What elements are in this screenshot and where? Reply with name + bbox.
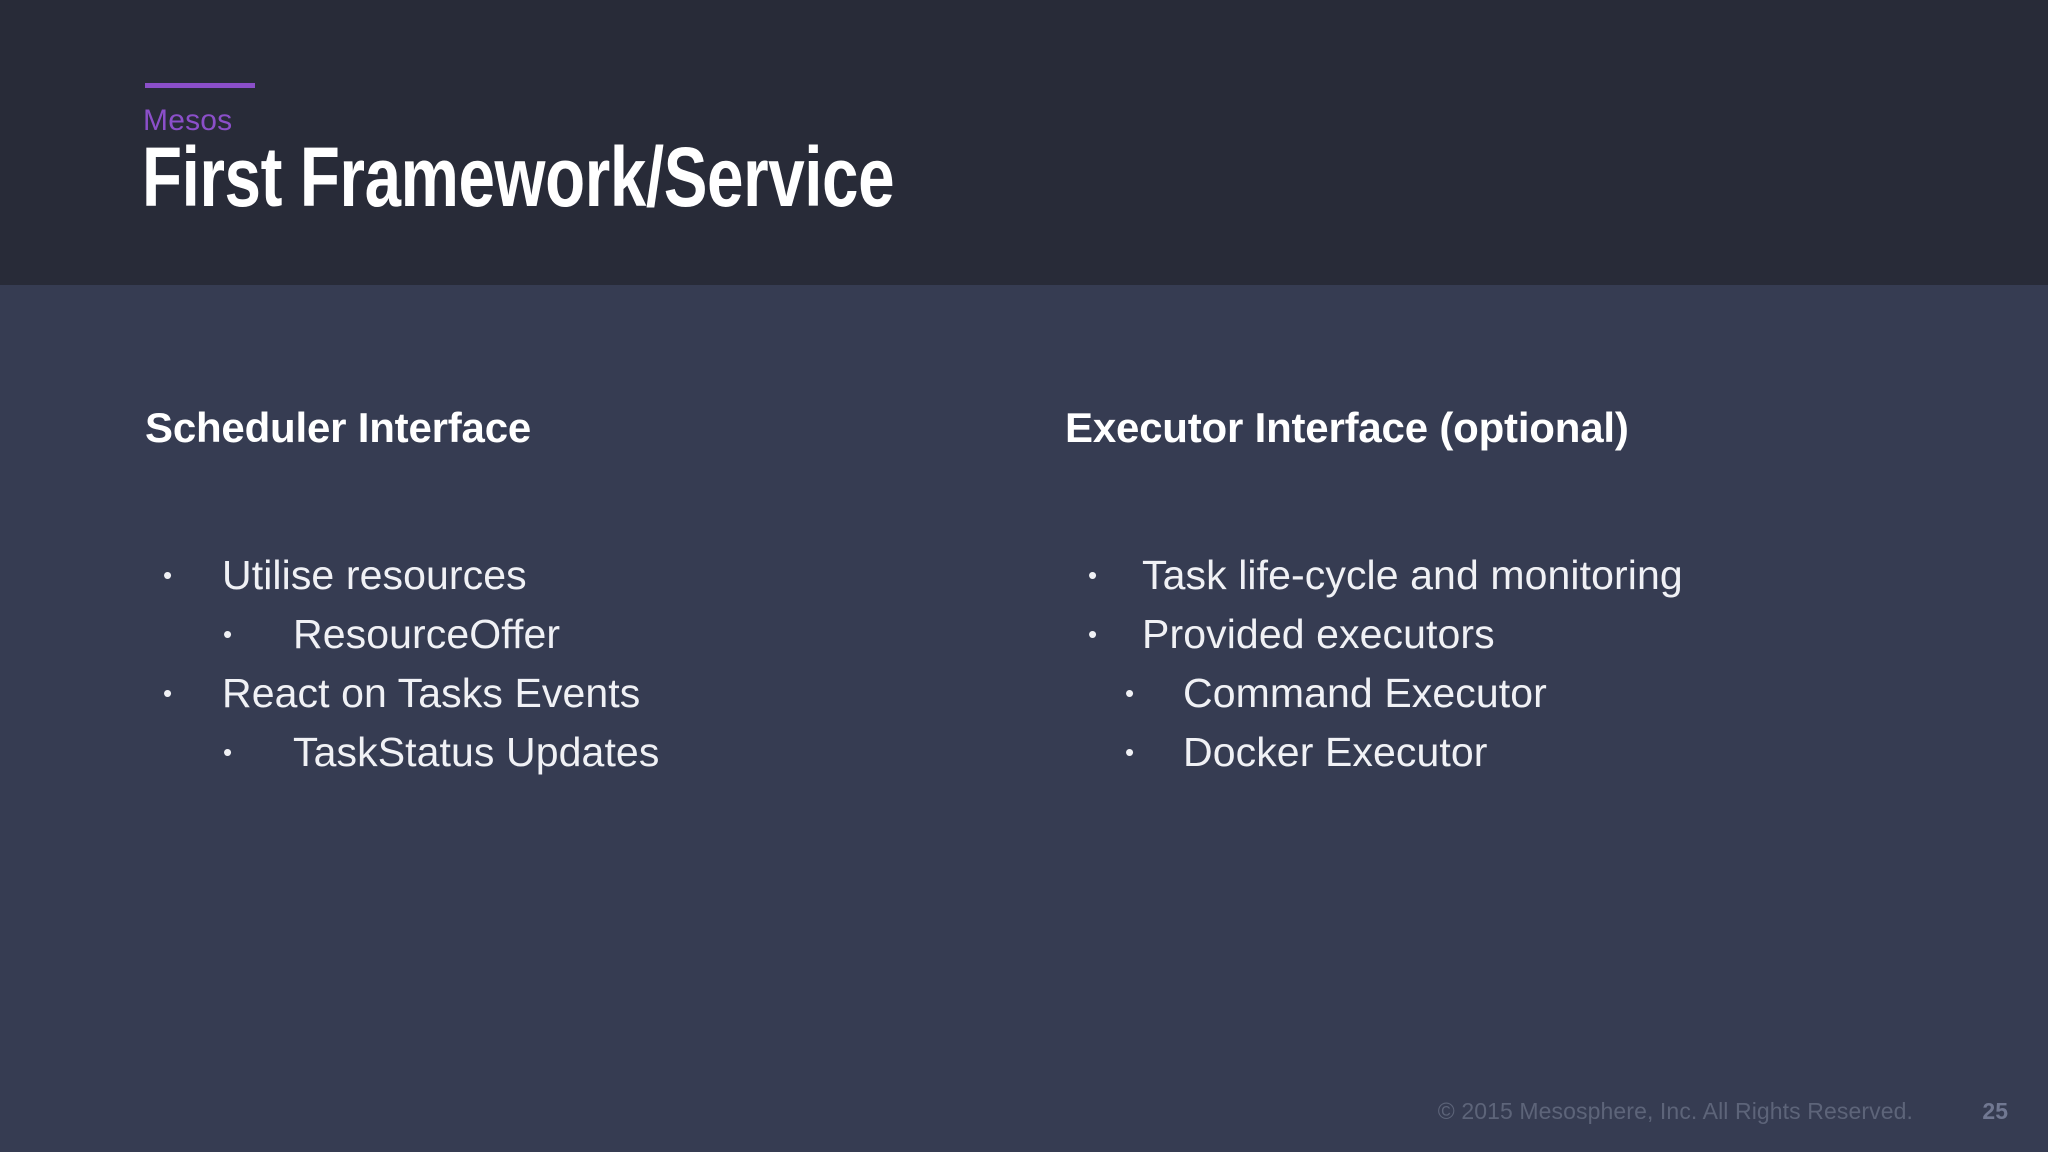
list-item: • Provided executors — [1065, 614, 1965, 673]
list-item-label: TaskStatus Updates — [293, 729, 660, 775]
footer-page-number: 25 — [1982, 1098, 2008, 1124]
list-item-label: Utilise resources — [222, 552, 527, 598]
list-item-label: Provided executors — [1142, 611, 1495, 657]
bullet-point-icon: • — [1088, 619, 1098, 649]
list-item: • Command Executor — [1065, 673, 1965, 732]
footer-copyright: © 2015 Mesosphere, Inc. All Rights Reser… — [1437, 1098, 1913, 1124]
bullet-point-icon: • — [163, 560, 173, 590]
list-item-label: Docker Executor — [1183, 729, 1488, 775]
list-item-label: Command Executor — [1183, 670, 1547, 716]
bullet-point-icon: • — [223, 619, 233, 649]
bullet-point-icon: • — [1125, 737, 1135, 767]
bullet-point-icon: • — [1125, 678, 1135, 708]
list-item-label: ResourceOffer — [293, 611, 561, 657]
bullet-list-scheduler: • Utilise resources • ResourceOffer • Re… — [145, 555, 965, 791]
column-heading-executor: Executor Interface (optional) — [1065, 404, 1629, 451]
list-item: • TaskStatus Updates — [145, 732, 965, 791]
bullet-list-executor: • Task life-cycle and monitoring • Provi… — [1065, 555, 1965, 791]
list-item: • Utilise resources — [145, 555, 965, 614]
list-item: • ResourceOffer — [145, 614, 965, 673]
slide-title: First Framework/Service — [142, 130, 895, 224]
bullet-point-icon: • — [223, 737, 233, 767]
column-heading-scheduler: Scheduler Interface — [145, 404, 532, 451]
bullet-point-icon: • — [163, 678, 173, 708]
list-item: • Docker Executor — [1065, 732, 1965, 791]
slide-body: Scheduler Interface • Utilise resources … — [0, 285, 2048, 1152]
list-item: • Task life-cycle and monitoring — [1065, 555, 1965, 614]
bullet-point-icon: • — [1088, 560, 1098, 590]
slide-eyebrow-label: Mesos — [143, 104, 233, 137]
accent-rule — [145, 83, 255, 88]
list-item: • React on Tasks Events — [145, 673, 965, 732]
list-item-label: Task life-cycle and monitoring — [1142, 552, 1683, 598]
list-item-label: React on Tasks Events — [222, 670, 641, 716]
slide-header: Mesos First Framework/Service — [0, 0, 2048, 285]
